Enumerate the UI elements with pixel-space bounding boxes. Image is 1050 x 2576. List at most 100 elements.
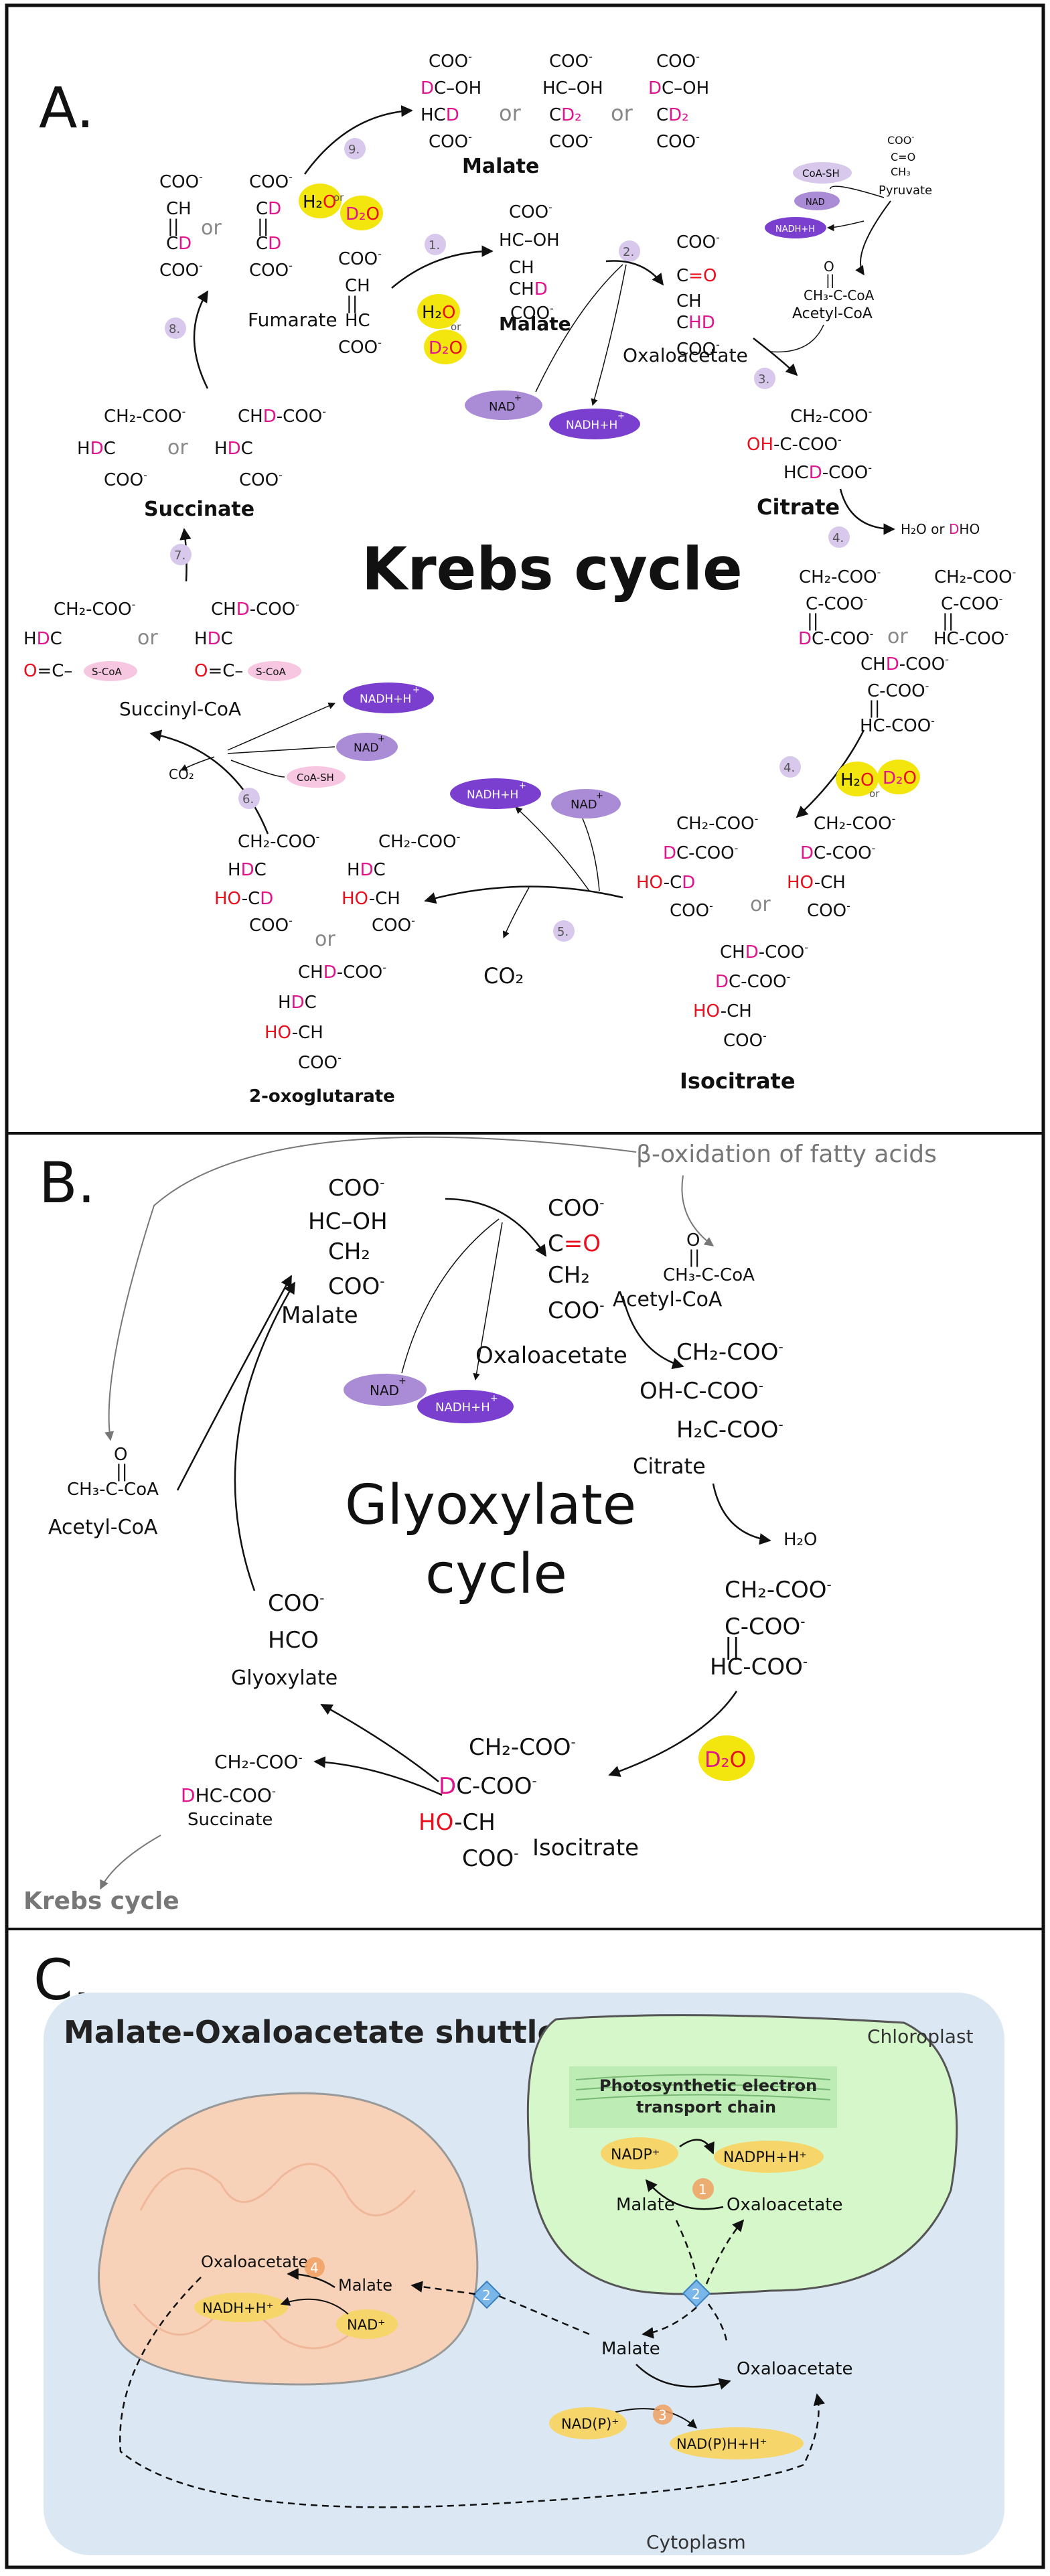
transporter-mito [472, 2280, 502, 2309]
svg-text:CHD-COO-: CHD-COO- [298, 961, 386, 983]
glyoxylate: COO- HCO Glyoxylate [231, 1590, 338, 1690]
fumarate-label: Fumarate [248, 309, 338, 331]
svg-text:CH: CH [166, 199, 192, 219]
svg-text:HC-COO-: HC-COO- [710, 1654, 808, 1680]
arrow-nadp-nadph [679, 2139, 715, 2155]
svg-text:CH: CH [676, 291, 702, 311]
nadh-text-1: NADH+H [566, 419, 617, 432]
or-text: or [137, 626, 158, 650]
coash-ellipse [793, 162, 852, 184]
nadh-ellipse-pyr [765, 217, 826, 238]
outer-frame [5, 3, 1045, 2569]
or-text: or [201, 216, 222, 240]
svg-text:COO-: COO- [328, 1273, 384, 1300]
water-d2o-3: D₂O [883, 768, 917, 788]
d2o-badge-2 [424, 330, 467, 364]
pyruvate: COO- C=O CH₃ Pyruvate [879, 133, 932, 198]
step-5-label: 5. [557, 925, 569, 939]
arrow-iso-glyoxylate [320, 1703, 439, 1782]
svg-text:||: || [725, 1634, 740, 1660]
num1: 1 [698, 2181, 707, 2198]
svg-text:HO-CD: HO-CD [636, 873, 695, 893]
scoa-ellipse-2 [248, 661, 301, 681]
succinate-b: CH₂-COO- DHC-COO- Succinate [181, 1751, 303, 1830]
svg-text:COO-: COO- [104, 469, 147, 490]
arrow-step8 [193, 290, 209, 389]
svg-text:DHC-COO-: DHC-COO- [181, 1784, 276, 1806]
water-d2o: D₂O [346, 204, 380, 224]
succinate-a-label: Succinate [144, 498, 254, 521]
aconitate: CH₂-COO- C-COO- || DC-COO- or CH₂-COO- C… [798, 566, 1016, 736]
panel-a: A. Krebs cycle COO- DC–OH HCD COO- or CO… [23, 50, 1016, 1106]
svg-text:CHD: CHD [509, 279, 548, 299]
succinyl-coa-label: Succinyl-CoA [119, 698, 241, 720]
svg-text:C-COO-: C-COO- [867, 680, 929, 701]
svg-text:HDC: HDC [214, 439, 253, 459]
svg-text:C=O: C=O [548, 1230, 601, 1257]
svg-text:COO-: COO- [656, 131, 700, 152]
arrow-step4b [796, 729, 865, 818]
svg-text:CHD-COO-: CHD-COO- [238, 405, 326, 427]
malate-top: COO- DC–OH HCD COO- or COO- HC–OH CD₂ CO… [421, 50, 709, 178]
svg-text:CH₂-COO-: CH₂-COO- [799, 566, 881, 587]
svg-text:HC-COO-: HC-COO- [860, 715, 935, 736]
oxoglutarate-label: 2-oxoglutarate [249, 1086, 395, 1106]
arrow-beta-to-acetyl-left [104, 1136, 637, 1441]
oxaloacetate-a-label: Oxaloacetate [623, 344, 748, 366]
svg-text:COO-: COO- [249, 914, 293, 936]
arrow-coa-6 [230, 760, 285, 778]
nad-plus-6: + [378, 734, 385, 744]
svg-text:CH: CH [345, 276, 370, 296]
water-d2o-2: D₂O [429, 338, 463, 358]
nad-plus-5: + [596, 791, 603, 801]
svg-text:CH₂-COO-: CH₂-COO- [676, 812, 758, 834]
svg-text:CH₂-COO-: CH₂-COO- [725, 1577, 832, 1603]
petc-line2: transport chain [636, 2098, 776, 2117]
svg-text:CH₂: CH₂ [548, 1262, 590, 1289]
svg-text:HO-CD: HO-CD [214, 889, 273, 909]
nad-ellipse-b [344, 1374, 427, 1406]
svg-text:HC–OH: HC–OH [499, 230, 560, 251]
water-h2o-3: H₂O [840, 770, 874, 790]
nad-text-6: NAD [354, 741, 378, 755]
step-1-label: 1. [429, 238, 440, 253]
step-4b-badge [779, 756, 801, 778]
arrow-aconitate-isocitrate [608, 1691, 738, 1777]
arrow-glyoxylate-malate [234, 1281, 296, 1591]
coash-text: CoA-SH [802, 167, 840, 180]
step-5-badge [553, 920, 575, 942]
malate-cyt: Malate [601, 2339, 660, 2359]
svg-text:H₂C-COO-: H₂C-COO- [676, 1417, 783, 1443]
nad-plus-1: + [514, 393, 522, 403]
nad-ellipse-1 [465, 390, 542, 420]
thylakoid-lines [575, 2074, 831, 2100]
arrow-nadh-5 [515, 806, 590, 891]
svg-text:||: || [257, 216, 269, 236]
svg-text:O=C–: O=C– [194, 661, 243, 681]
svg-text:C=O: C=O [891, 151, 915, 163]
num2-mito: 2 [482, 2287, 491, 2303]
shuttle-title: Malate-Oxaloacetate shuttle [64, 2014, 558, 2050]
svg-text:OH-C-COO-: OH-C-COO- [640, 1378, 763, 1405]
svg-text:COO-: COO- [670, 900, 713, 921]
svg-text:CH: CH [509, 258, 534, 278]
svg-text:HDC: HDC [228, 860, 267, 880]
citrate-b-label: Citrate [633, 1453, 706, 1479]
nadh-mito: NADH+H⁺ [202, 2300, 274, 2316]
nadp-cyt-ellipse [549, 2407, 627, 2439]
oaa-cyt: Oxaloacetate [737, 2359, 852, 2379]
step-6-badge [238, 788, 260, 809]
malate-center: COO- HC–OH CH CHD COO- Malate [499, 201, 571, 335]
succinyl-coa: CH₂-COO- HDC O=C– or CHD-COO- HDC O=C– S… [23, 598, 299, 720]
svg-text:CHD-COO-: CHD-COO- [860, 653, 949, 674]
svg-text:COO-: COO- [159, 259, 203, 281]
num4-badge [305, 2257, 325, 2277]
svg-text:HDC: HDC [278, 993, 317, 1013]
svg-text:C-COO-: C-COO- [725, 1614, 806, 1640]
svg-text:COO-: COO- [328, 1175, 384, 1202]
svg-text:COO-: COO- [509, 201, 552, 222]
arrow-step6 [149, 729, 269, 835]
h2o-badge-3 [836, 762, 879, 796]
isocitrate-a: CH₂-COO- DC-COO- HO-CD COO- or CH₂-COO- … [636, 812, 895, 1094]
coash-text-6: CoA-SH [297, 772, 334, 784]
